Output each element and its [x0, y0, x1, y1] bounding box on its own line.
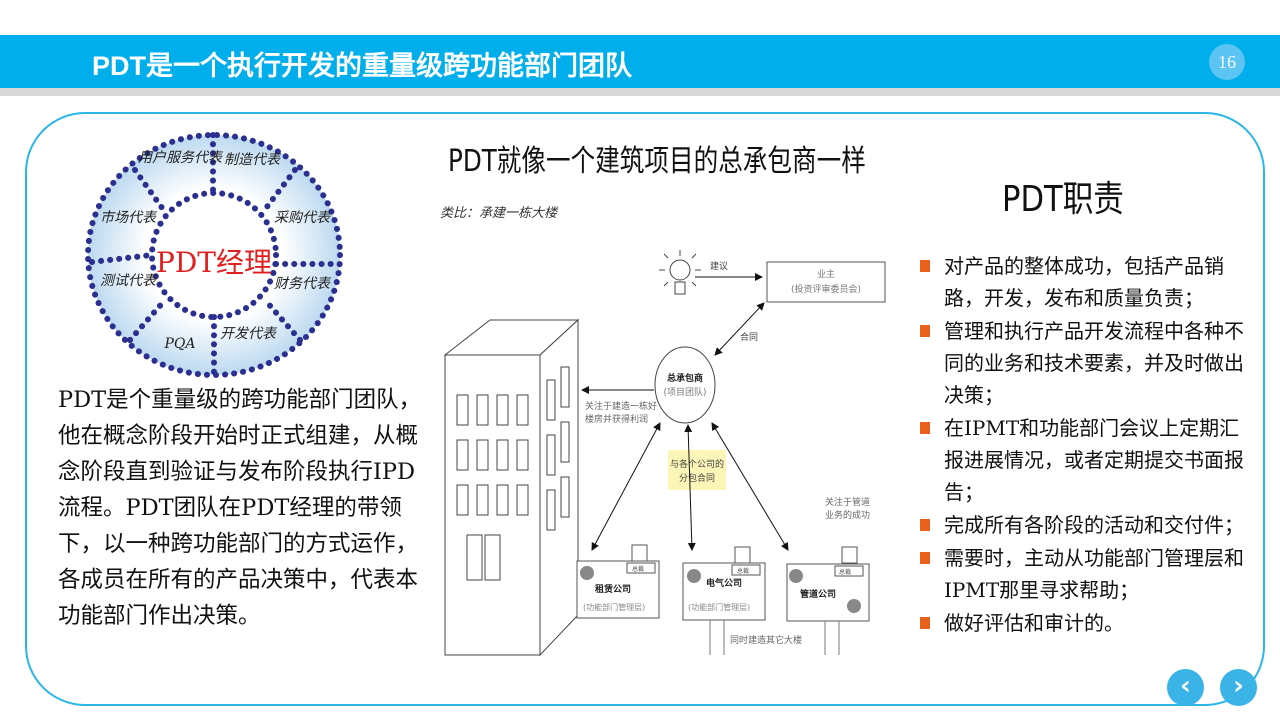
svg-text:管道公司: 管道公司 — [800, 588, 836, 600]
owner-label: 业主 — [817, 268, 835, 280]
ring-seg-4: 财务代表 — [274, 276, 332, 292]
prev-slide-button[interactable]: ‹ — [1167, 669, 1204, 706]
header-divider — [0, 88, 1280, 96]
page-number: 16 — [1209, 44, 1245, 80]
bullet-icon — [920, 260, 930, 272]
analogy-label: 类比：承建一栋大楼 — [440, 205, 559, 221]
ring-seg-5: 开发代表 — [220, 326, 278, 342]
lightbulb-icon — [659, 250, 701, 295]
building-icon — [443, 318, 580, 657]
svg-text:总裁: 总裁 — [839, 568, 851, 576]
ring-seg-8: 市场代表 — [100, 210, 158, 226]
duty-item: 对产品的整体成功，包括产品销路，开发，发布和质量负责； — [920, 250, 1250, 314]
other-buildings-label: 同时建造其它大楼 — [730, 634, 802, 646]
focus-pipe-2: 业务的成功 — [825, 509, 870, 521]
company-electric: 总裁 电气公司 (功能部门管理层) — [682, 546, 766, 655]
ring-seg-3: 采购代表 — [274, 210, 332, 226]
content-frame — [25, 112, 1265, 706]
svg-text:(功能部门管理层): (功能部门管理层) — [583, 602, 645, 612]
ring-seg-2: 制造代表 — [224, 152, 282, 168]
duty-item: 做好评估和审计的。 — [920, 607, 1250, 639]
svg-text:(功能部门管理层): (功能部门管理层) — [688, 602, 750, 612]
svg-text:总裁: 总裁 — [737, 567, 749, 575]
company-leasing: 总裁 租赁公司 (功能部门管理层) — [576, 544, 660, 619]
duties-title: PDT职责 — [1002, 179, 1124, 220]
analogy-title: PDT就像一个建筑项目的总承包商一样 — [448, 144, 866, 179]
header-bar — [0, 35, 1280, 88]
ring-seg-1: 用户服务代表 — [138, 150, 224, 166]
pdt-team-ring: 用户服务代表 制造代表 采购代表 财务代表 开发代表 PQA 测试代表 市场代表… — [85, 132, 343, 378]
focus-pipe-1: 关注于管道 — [825, 496, 870, 508]
owner-sub: (投资评审委员会) — [791, 283, 861, 295]
svg-text:电气公司: 电气公司 — [706, 577, 742, 589]
duties-list: 对产品的整体成功，包括产品销路，开发，发布和质量负责； 管理和执行产品开发流程中… — [920, 250, 1250, 640]
slide-title: PDT是一个执行开发的重量级跨功能部门团队 — [92, 51, 632, 81]
ring-center-label: PDT经理 — [156, 246, 272, 279]
subcontract-2: 分包合同 — [679, 472, 715, 484]
contractor-diagram: 类比：承建一栋大楼 建议 业主 (投资评审委员会) 合同 总承包商 (项目团队)… — [440, 205, 886, 657]
subcontract-1: 与各个公司的 — [670, 458, 724, 470]
duty-item: 在IPMT和功能部门会议上定期汇报进展情况，或者定期提交书面报告； — [920, 412, 1250, 508]
focus-building-2: 楼房并获得利润 — [585, 413, 648, 425]
duty-item: 管理和执行产品开发流程中各种不同的业务和技术要素，并及时做出决策； — [920, 315, 1250, 411]
gc-circle — [654, 346, 716, 424]
company-plumbing: 总裁 管道公司 — [786, 546, 870, 655]
bullet-icon — [920, 552, 930, 564]
svg-text:总裁: 总裁 — [632, 565, 644, 573]
focus-building-1: 关注于建造一栋好 — [585, 400, 657, 412]
contract-label: 合同 — [740, 331, 758, 343]
ring-seg-7: 测试代表 — [100, 273, 158, 289]
bullet-icon — [920, 422, 930, 434]
duty-item: 需要时，主动从功能部门管理层和IPMT那里寻求帮助； — [920, 542, 1250, 606]
owner-box — [766, 261, 886, 303]
ring-seg-6: PQA — [163, 336, 195, 352]
next-slide-button[interactable]: › — [1220, 669, 1257, 706]
gc-sub: (项目团队) — [663, 386, 706, 398]
duty-item: 完成所有各阶段的活动和交付件； — [920, 509, 1250, 541]
bullet-icon — [920, 325, 930, 337]
bullet-icon — [920, 617, 930, 629]
svg-text:租赁公司: 租赁公司 — [595, 583, 631, 595]
subcontract-note — [668, 450, 726, 490]
bullet-icon — [920, 519, 930, 531]
gc-label: 总承包商 — [667, 372, 703, 384]
pdt-description: PDT是个重量级的跨功能部门团队，他在概念阶段开始时正式组建，从概念阶段直到验证… — [58, 387, 422, 629]
idea-label: 建议 — [710, 260, 728, 272]
